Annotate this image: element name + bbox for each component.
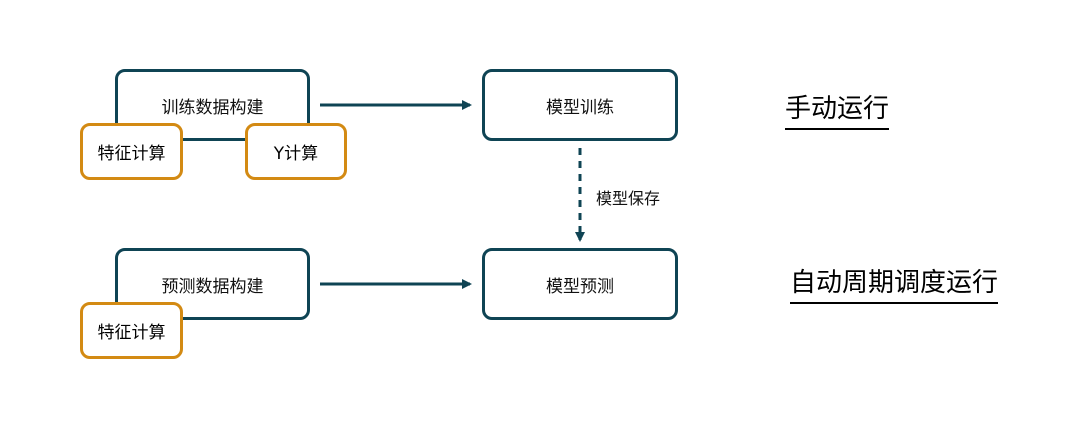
prediction-data-build-label: 预测数据构建 — [161, 276, 264, 297]
model-training-box: 模型训练 — [482, 69, 678, 141]
y-calc-label: Y计算 — [273, 144, 319, 164]
scheduled-run-heading: 自动周期调度运行 — [790, 270, 999, 304]
model-save-label: 模型保存 — [596, 189, 661, 208]
model-prediction-box: 模型预测 — [482, 248, 678, 320]
training-data-build-label: 训练数据构建 — [161, 97, 264, 118]
feature-calc-box-training: 特征计算 — [80, 123, 183, 180]
feature-calc-label: 特征计算 — [97, 323, 166, 343]
prediction-data-build-box: 预测数据构建 — [115, 248, 310, 320]
feature-calc-label: 特征计算 — [97, 144, 166, 164]
model-prediction-label: 模型预测 — [546, 276, 614, 297]
y-calc-box: Y计算 — [245, 123, 347, 180]
model-training-label: 模型训练 — [546, 97, 614, 118]
manual-run-heading: 手动运行 — [785, 96, 890, 130]
feature-calc-box-prediction: 特征计算 — [80, 302, 183, 359]
